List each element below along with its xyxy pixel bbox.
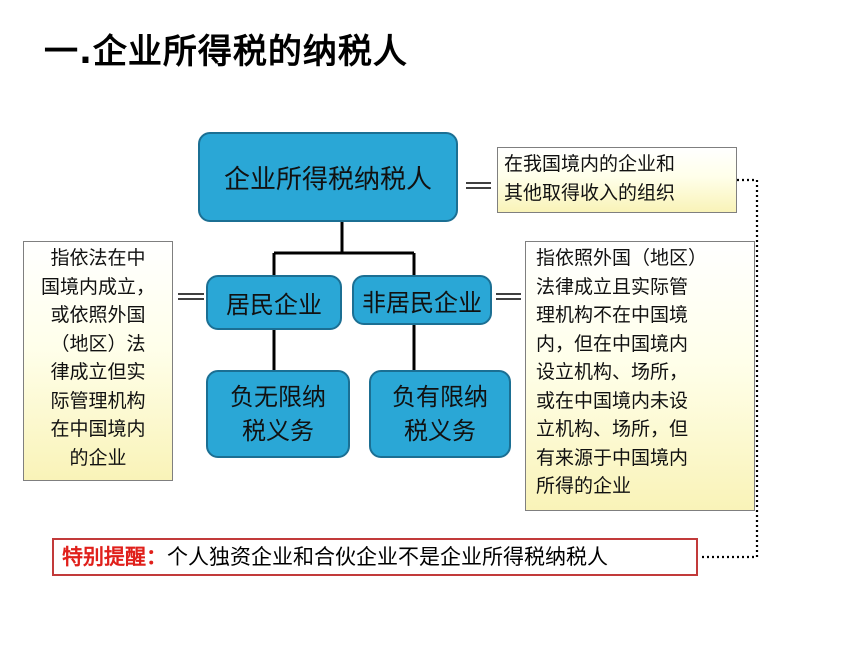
note-line: 的企业 xyxy=(69,446,127,469)
note-line: 在中国境内 xyxy=(50,418,146,440)
note-line: 指依照外国（地区） xyxy=(536,247,708,269)
node-unlimited-line2: 税义务 xyxy=(242,417,314,445)
node-nonresident-label: 非居民企业 xyxy=(362,288,482,317)
dotted-bracket xyxy=(700,178,759,559)
note-line: 或依照外国 xyxy=(50,304,146,326)
node-nonresident: 非居民企业 xyxy=(352,275,492,325)
note-taxpayer-definition: 在我国境内的企业和 其他取得收入的组织 xyxy=(497,147,737,213)
note-nonresident-definition: 指依照外国（地区） 法律成立且实际管 理机构不在中国境 内，但在中国境内 设立机… xyxy=(525,241,755,511)
note-line: 理机构不在中国境 xyxy=(536,304,689,326)
note-line: 其他取得收入的组织 xyxy=(504,182,676,204)
node-taxpayer-label: 企业所得税纳税人 xyxy=(223,164,432,195)
note-line: 所得的企业 xyxy=(536,475,632,497)
reminder-label: 特别提醒： xyxy=(62,545,167,569)
node-taxpayer: 企业所得税纳税人 xyxy=(198,132,458,222)
note-line: 有来源于中国境内 xyxy=(536,446,689,469)
note-line: 设立机构、场所， xyxy=(536,361,689,383)
node-limited-line2: 税义务 xyxy=(404,417,476,445)
note-line: 或在中国境内未设 xyxy=(536,389,689,412)
note-line: 在我国境内的企业和 xyxy=(504,153,676,175)
special-reminder: 特别提醒：个人独资企业和合伙企业不是企业所得税纳税人 xyxy=(52,538,698,576)
note-line: 法律成立且实际管 xyxy=(536,275,689,298)
node-limited-obligation: 负有限纳 税义务 xyxy=(369,370,511,458)
reminder-text: 个人独资企业和合伙企业不是企业所得税纳税人 xyxy=(167,545,608,569)
note-resident-definition: 指依法在中 国境内成立， 或依照外国 （地区）法 律成立但实 际管理机构 在中国… xyxy=(23,241,173,481)
equals-sign-nonresident xyxy=(496,293,521,300)
node-resident: 居民企业 xyxy=(206,275,342,330)
note-line: 际管理机构 xyxy=(50,389,146,412)
note-line: 立机构、场所，但 xyxy=(536,418,689,440)
equals-sign-resident xyxy=(178,293,204,300)
node-limited-line1: 负有限纳 xyxy=(392,383,488,411)
equals-sign-root xyxy=(466,182,491,189)
note-line: （地区）法 xyxy=(50,332,146,355)
node-resident-label: 居民企业 xyxy=(226,291,322,319)
node-unlimited-line1: 负无限纳 xyxy=(230,383,326,411)
note-line: 内，但在中国境内 xyxy=(536,332,689,355)
note-line: 指依法在中 xyxy=(50,247,146,269)
node-unlimited-obligation: 负无限纳 税义务 xyxy=(206,370,350,458)
note-line: 国境内成立， xyxy=(40,275,155,298)
page-title: 一.企业所得税的纳税人 xyxy=(44,32,408,72)
note-line: 律成立但实 xyxy=(50,361,146,383)
